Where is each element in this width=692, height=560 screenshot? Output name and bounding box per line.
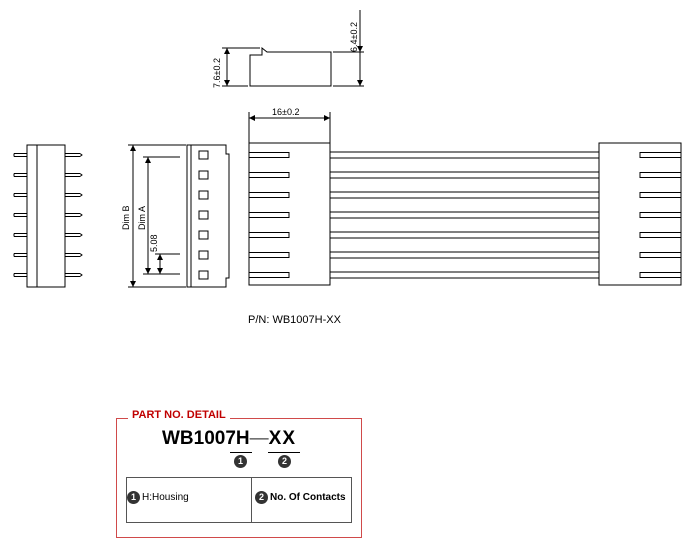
contact — [248, 172, 290, 178]
part-detail-box — [116, 418, 362, 538]
contact — [639, 212, 682, 218]
pin-tip — [79, 233, 83, 237]
dim-pitch-label: 5.08 — [149, 234, 159, 252]
technical-drawing: 7.6±0.2 6.4±0.2 16±0.2 Dim B Dim A 5.08 — [13, 10, 682, 288]
width-dimension — [248, 112, 331, 143]
cavity — [198, 170, 209, 180]
cavity — [198, 150, 209, 160]
pin-tip — [79, 273, 83, 277]
contact — [248, 152, 290, 158]
dim-a-label: Dim A — [137, 206, 147, 230]
contact — [248, 232, 290, 238]
contact — [248, 212, 290, 218]
pin-tip — [79, 153, 83, 157]
suffix-underline — [268, 452, 300, 453]
legend-divider — [251, 477, 252, 523]
marker-2-icon: 2 — [278, 455, 291, 468]
contact — [248, 272, 290, 278]
dim-width: 16±0.2 — [272, 107, 299, 117]
housing-front-view — [186, 144, 230, 288]
cavity — [198, 230, 209, 240]
legend-item-contacts: 2 No. Of Contacts — [255, 491, 346, 504]
dim-b-label: Dim B — [121, 206, 131, 231]
contact — [639, 172, 682, 178]
contact — [248, 192, 290, 198]
dim-height-left: 7.6±0.2 — [212, 58, 222, 88]
part-suffix: XX — [268, 428, 297, 449]
legend-table — [126, 477, 352, 523]
pin-tip — [79, 173, 83, 177]
legend-marker-2-icon: 2 — [255, 491, 268, 504]
cavity — [198, 270, 209, 280]
contact — [639, 192, 682, 198]
pin-tip — [79, 253, 83, 257]
pin-header-view — [13, 144, 83, 288]
right-cable-housing — [598, 142, 682, 286]
contact — [639, 152, 682, 158]
part-separator: — — [249, 428, 269, 449]
left-cable-housing — [248, 142, 331, 286]
marker-1-icon: 1 — [234, 455, 247, 468]
pin-tip — [79, 193, 83, 197]
dimension-lines — [128, 144, 186, 288]
housing-side-view — [222, 10, 364, 87]
part-detail-title: PART NO. DETAIL — [128, 409, 230, 421]
cavity — [198, 210, 209, 220]
pin-tip — [79, 213, 83, 217]
part-prefix: WB1007H — [162, 428, 250, 449]
contact — [639, 272, 682, 278]
ribbon-wires — [330, 151, 599, 279]
legend-text-housing: H:Housing — [142, 492, 189, 503]
contact — [639, 232, 682, 238]
dim-height-right: 6.4±0.2 — [349, 22, 359, 52]
contact — [639, 252, 682, 258]
part-number-code: WB1007H—XX — [162, 428, 296, 450]
cavity — [198, 190, 209, 200]
dimension-arrows — [130, 46, 363, 287]
contact — [248, 252, 290, 258]
part-number-label: P/N: WB1007H-XX — [248, 314, 341, 326]
legend-marker-1-icon: 1 — [127, 491, 140, 504]
cavity — [198, 250, 209, 260]
legend-item-housing: 1 H:Housing — [127, 491, 189, 504]
legend-text-contacts: No. Of Contacts — [270, 492, 346, 503]
prefix-underline — [230, 452, 252, 453]
